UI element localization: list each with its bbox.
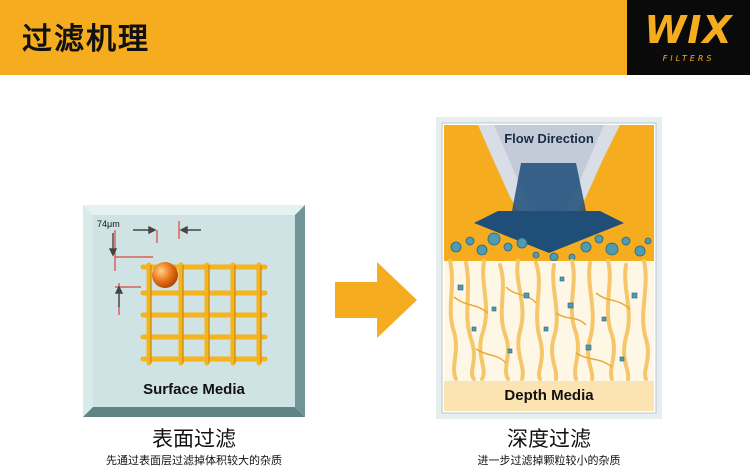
depth-media-diagram: Flow Direction Depth Media	[436, 117, 662, 419]
fibers	[448, 259, 650, 381]
embedded-particles	[457, 276, 638, 362]
measure-arrows	[108, 225, 201, 307]
page-title: 过滤机理	[22, 22, 150, 57]
fiber-layer	[444, 261, 654, 381]
frame-bevel-top	[83, 205, 305, 215]
mesh-shading	[150, 265, 262, 363]
logo-brand: WIX	[644, 8, 733, 52]
depth-label-band	[444, 381, 654, 411]
surface-subcaption: 先通过表面层过滤掉体积较大的杂质	[106, 454, 282, 467]
frame-bevel-left	[83, 205, 93, 417]
surface-media-label: Surface Media	[143, 381, 245, 398]
frame-bevel-bottom	[83, 407, 305, 417]
particle	[152, 262, 178, 288]
flow-arrow-shaft	[512, 163, 586, 211]
depth-caption: 深度过滤	[507, 427, 591, 451]
wix-logo: WIX FILTERS	[627, 0, 750, 75]
fiber-branches	[453, 286, 631, 368]
surface-media-graphic: 74μm	[83, 205, 305, 417]
depth-subcaption: 进一步过滤掉颗粒较小的杂质	[477, 454, 621, 467]
depth-media-graphic	[436, 117, 662, 419]
surface-panel-bg	[93, 215, 295, 407]
frame-bevel-right	[295, 205, 305, 417]
mesh-grid	[140, 262, 268, 366]
measure-label: 74μm	[97, 219, 120, 229]
surface-caption: 表面过滤	[152, 427, 236, 451]
surface-media-diagram: 74μm Surface Media	[83, 205, 305, 417]
flow-arrow-head	[474, 211, 624, 253]
logo-tagline: FILTERS	[661, 54, 716, 63]
right-arrow-icon	[335, 262, 417, 338]
flow-direction-label: Flow Direction	[504, 131, 594, 146]
depth-media-label: Depth Media	[504, 387, 594, 404]
trapped-particles	[450, 232, 652, 262]
header-bar: 过滤机理 WIX FILTERS	[0, 0, 750, 75]
